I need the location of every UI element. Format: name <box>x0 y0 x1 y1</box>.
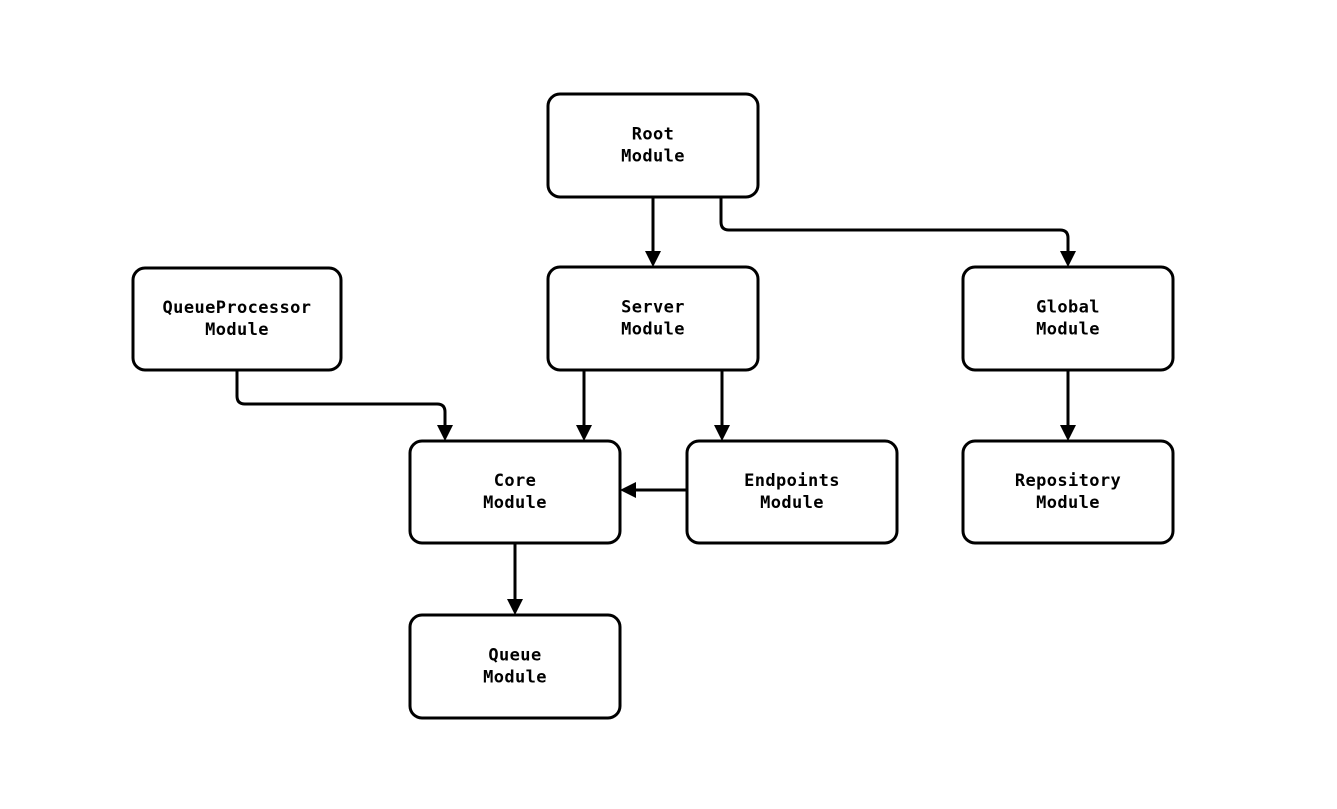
node-label-line1: QueueProcessor <box>163 298 312 318</box>
node-label-line1: Queue <box>488 646 541 666</box>
edge-global-to-repository <box>1060 370 1076 441</box>
edge-core-to-queue <box>507 543 523 615</box>
node-rect[interactable] <box>546 265 760 372</box>
node-rect[interactable] <box>961 439 1175 545</box>
node-label-line1: Server <box>621 298 685 318</box>
edges-layer <box>235 197 1076 615</box>
edge-line <box>235 370 447 426</box>
arrowhead-icon <box>507 599 523 615</box>
node-label-line1: Core <box>494 471 537 491</box>
node-rect[interactable] <box>685 439 899 545</box>
node-rect[interactable] <box>961 265 1175 372</box>
edge-endpoints-to-core <box>620 482 687 498</box>
node-label-line1: Root <box>632 125 675 145</box>
arrowhead-icon <box>620 482 636 498</box>
node-label-line2: Module <box>483 493 547 513</box>
arrowhead-icon <box>645 251 661 267</box>
arrowhead-icon <box>1060 251 1076 267</box>
node-rect[interactable] <box>408 613 622 720</box>
arrowhead-icon <box>1060 425 1076 441</box>
edge-line <box>719 197 1070 252</box>
node-label-line1: Global <box>1036 298 1100 318</box>
node-label-line2: Module <box>483 668 547 688</box>
edge-queueprocessor-to-core <box>235 370 453 441</box>
node-rect[interactable] <box>131 266 343 372</box>
arrowhead-icon <box>714 425 730 441</box>
node-rect[interactable] <box>408 439 622 545</box>
edge-server-to-core <box>576 370 592 441</box>
node-label-line2: Module <box>1036 320 1100 340</box>
edge-server-to-endpoints <box>714 370 730 441</box>
node-label-line2: Module <box>621 320 685 340</box>
node-label-line2: Module <box>760 493 824 513</box>
node-label-line1: Repository <box>1015 471 1121 491</box>
arrowhead-icon <box>437 425 453 441</box>
node-label-line2: Module <box>1036 493 1100 513</box>
edge-root-to-global <box>719 197 1076 267</box>
node-label-line2: Module <box>621 147 685 167</box>
arrowhead-icon <box>576 425 592 441</box>
node-rect[interactable] <box>546 92 760 199</box>
node-label-line1: Endpoints <box>744 471 840 491</box>
node-label-line2: Module <box>205 320 269 340</box>
edge-root-to-server <box>645 197 661 267</box>
